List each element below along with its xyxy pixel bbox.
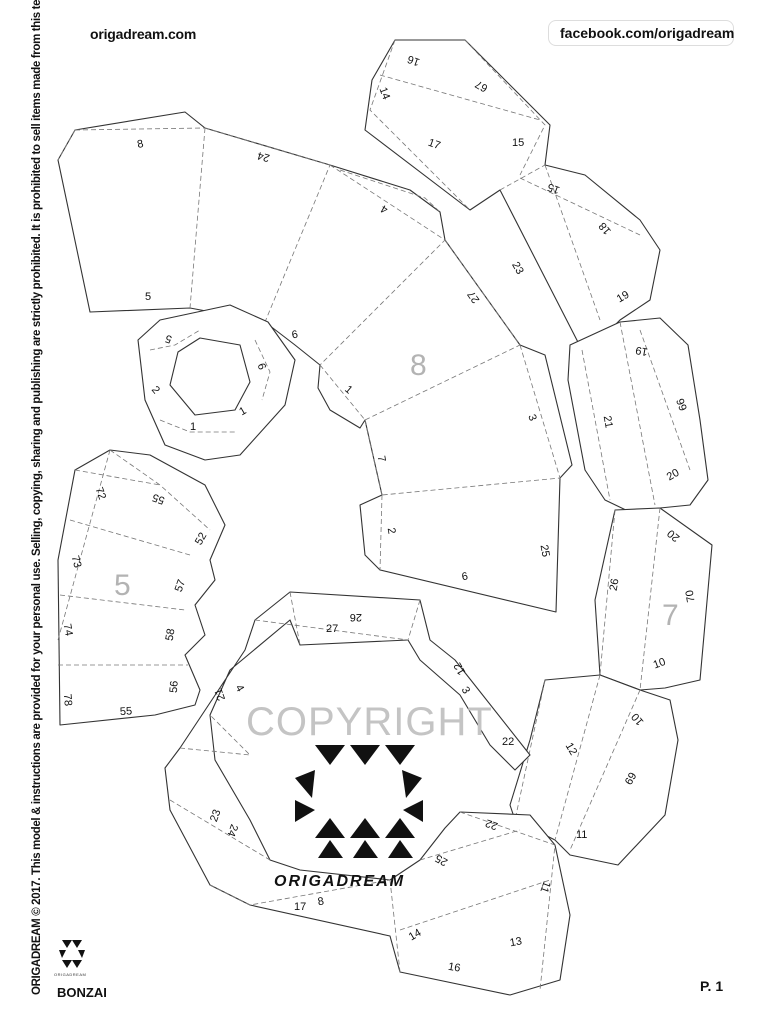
edge-label: 19: [615, 289, 632, 306]
edge-label: 8: [317, 895, 325, 908]
edge-label: 6: [255, 362, 268, 372]
edge-label: 66: [675, 397, 690, 413]
facebook-link[interactable]: facebook.com/origadream: [560, 25, 735, 41]
edge-label: 10: [652, 656, 668, 671]
edge-label: 52: [193, 531, 210, 548]
edge-label: 16: [447, 961, 461, 975]
edge-label: 22: [484, 816, 500, 831]
piece-number-8: 8: [410, 349, 427, 382]
edge-label: 13: [509, 935, 523, 949]
facebook-link-box[interactable]: [548, 20, 734, 46]
small-brand-text: ORIGADREAM: [54, 972, 87, 977]
edge-label: 12: [452, 660, 469, 677]
edge-label: 20: [665, 467, 682, 484]
piece-right-lower: [509, 674, 679, 866]
piece-bottom: [164, 591, 571, 996]
edge-label: 7: [375, 455, 388, 463]
edge-label: 5: [145, 291, 151, 303]
edge-label: 4: [379, 202, 390, 215]
piece-number-7: 7: [662, 599, 679, 632]
piece-number-5: 5: [114, 569, 131, 602]
edge-label: 27: [326, 623, 338, 635]
edge-label: 73: [69, 554, 84, 569]
edge-label: 6: [461, 570, 469, 583]
edge-label: 2: [385, 527, 398, 535]
edge-label: 26: [350, 611, 362, 623]
edge-label: 15: [546, 180, 562, 195]
edge-label: 3: [525, 413, 538, 423]
edge-label: 69: [623, 771, 640, 788]
edge-label: 15: [512, 137, 524, 149]
small-brand-logo-icon: [59, 940, 85, 968]
edge-label: 22: [502, 736, 514, 748]
edge-label: 27: [466, 288, 483, 305]
edge-label: 14: [377, 86, 392, 102]
edge-label: 19: [635, 344, 649, 358]
edge-label: 56: [168, 680, 181, 693]
edge-label: 26: [608, 578, 622, 592]
edge-label: 24: [224, 823, 239, 839]
edge-label: 21: [213, 687, 228, 703]
brand-wordmark: ORIGADREAM: [274, 873, 405, 890]
piece-strip-middle: [567, 317, 709, 513]
hexagon-triangles-logo-icon: [295, 745, 423, 858]
page-number: P. 1: [700, 978, 724, 994]
edge-label: 67: [473, 78, 490, 95]
piece-strip-top: [364, 39, 661, 351]
edge-label: 78: [61, 693, 74, 706]
edge-label: 5: [164, 332, 174, 345]
piece-strip-lower: [594, 507, 713, 691]
edge-label: 23: [509, 260, 526, 277]
edge-label: 4: [233, 683, 246, 694]
edge-label: 12: [563, 741, 580, 758]
edge-label: 21: [601, 415, 615, 429]
piece-top-left: [57, 111, 573, 613]
edge-label: 25: [433, 852, 450, 869]
edge-label: 8: [136, 138, 144, 151]
site-link[interactable]: origadream.com: [90, 26, 197, 42]
piece-five: [57, 449, 226, 726]
edge-label: 1: [190, 421, 196, 433]
edge-number-labels: 8 24 4 6 5 27 5 6 1 2 1 1 3 7 2 25 6 72 …: [61, 52, 698, 974]
copyright-watermark: COPYRIGHT: [246, 700, 493, 744]
edge-label: 23: [208, 808, 223, 824]
edge-label: 58: [164, 628, 178, 642]
edge-label: 57: [173, 578, 188, 594]
edge-label: 24: [256, 149, 271, 164]
edge-label: 25: [538, 544, 552, 558]
edge-label: 16: [406, 52, 422, 67]
piece-hex-ring: [137, 304, 296, 461]
edge-label: 55: [120, 705, 133, 718]
model-name: BONZAI: [57, 985, 107, 1000]
edge-label: 6: [291, 329, 299, 342]
edge-label: 3: [459, 685, 472, 696]
edge-label: 74: [61, 623, 75, 637]
edge-label: 55: [151, 491, 167, 506]
edge-label: 14: [407, 927, 424, 944]
edge-label: 70: [684, 589, 698, 603]
edge-label: 1: [237, 405, 248, 418]
edge-label: 17: [294, 901, 306, 913]
edge-label: 17: [426, 137, 442, 152]
edge-label: 72: [93, 486, 108, 502]
edge-label: 11: [537, 879, 552, 894]
edge-label: 11: [576, 829, 587, 841]
